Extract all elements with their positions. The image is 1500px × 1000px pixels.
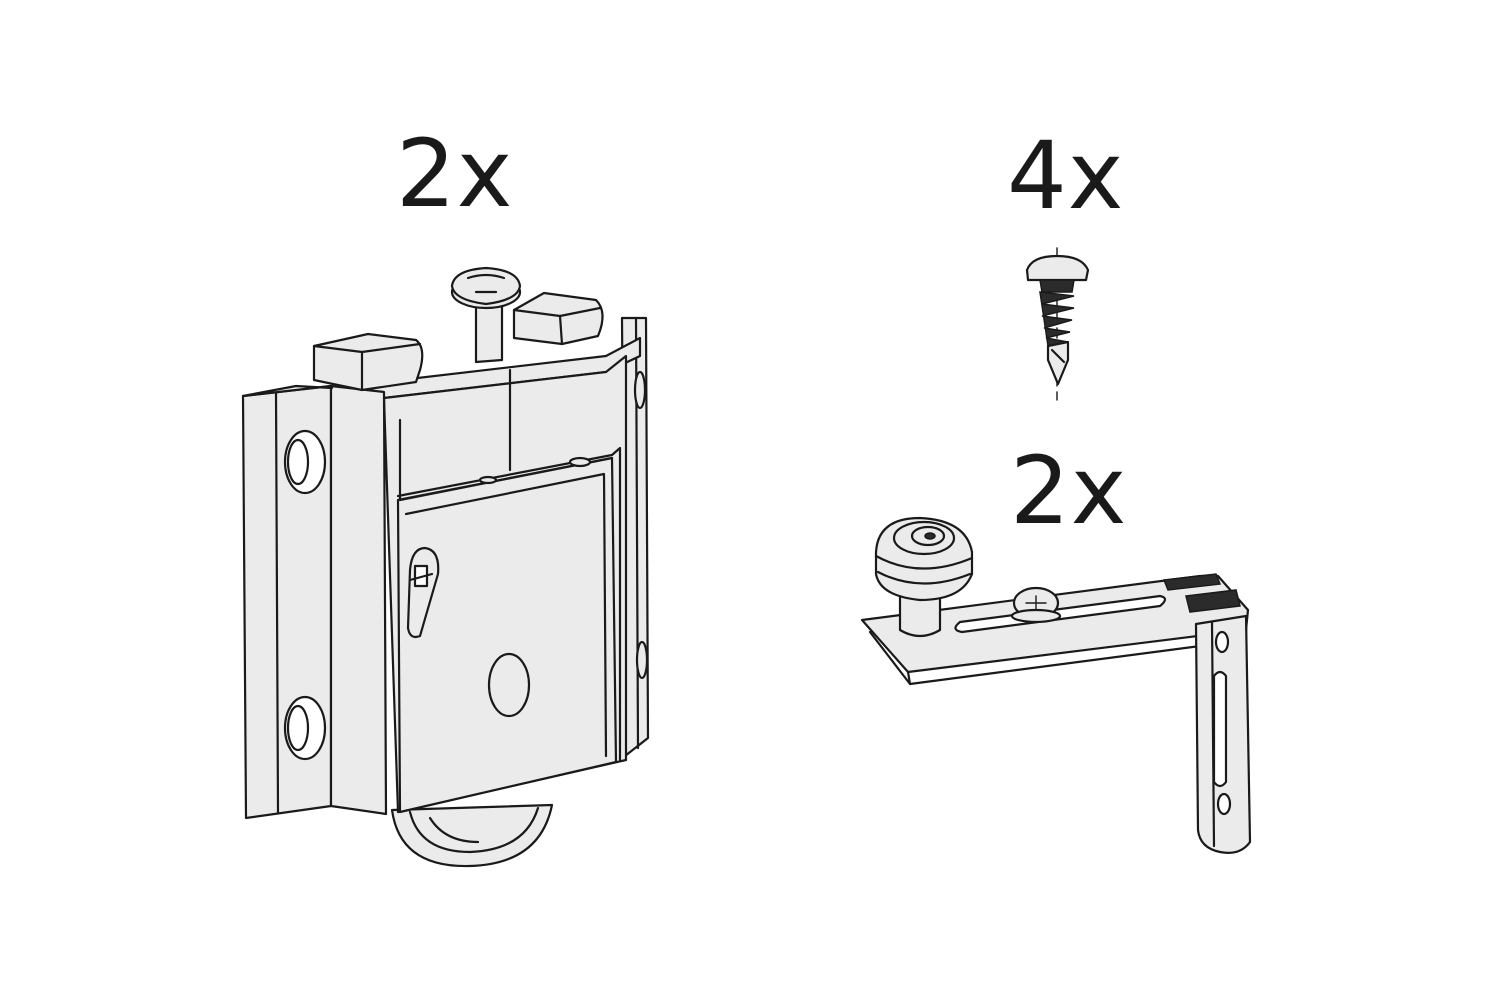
bottom-guide-quantity: 2x [1010,437,1128,546]
roller-carriage-icon [241,266,650,868]
roller-carriage-quantity: 2x [396,120,514,229]
screw-quantity: 4x [1007,122,1125,231]
self-drilling-screw-icon [1025,247,1090,401]
bottom-guide-bracket-icon [860,516,1252,854]
